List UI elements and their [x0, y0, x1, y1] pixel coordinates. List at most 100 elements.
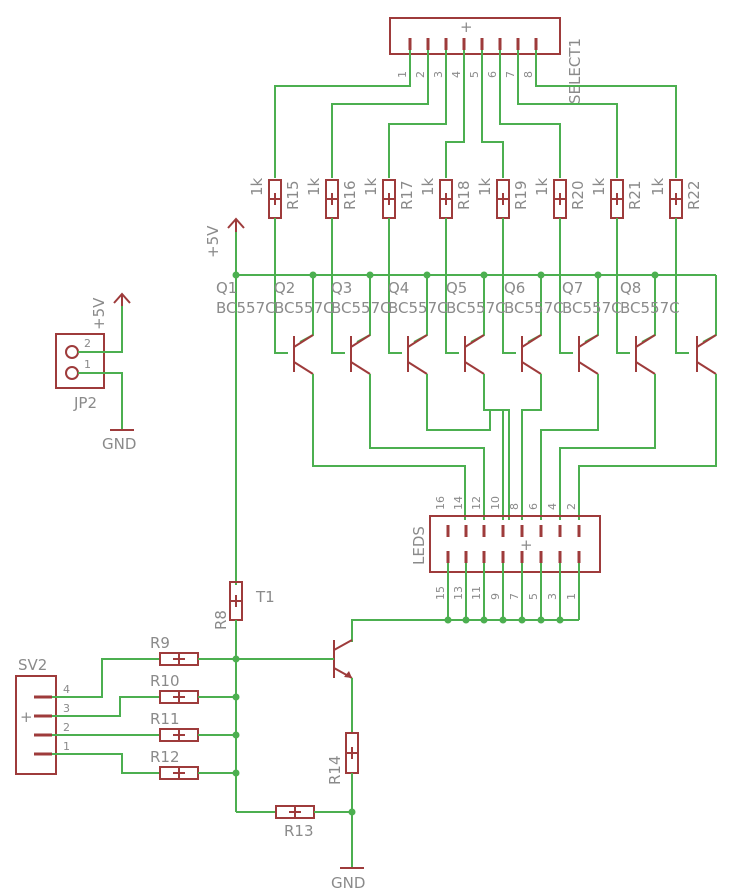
leds-pin-12: 12 [470, 496, 483, 510]
jp2-pin-2: 2 [84, 337, 91, 350]
leds-pin-13: 13 [452, 586, 465, 600]
leds-pin-16: 16 [434, 496, 447, 510]
leds-pin-3: 3 [546, 593, 559, 600]
jp2-label: JP2 [73, 394, 97, 412]
r10-label: R10 [150, 672, 180, 690]
leds-pin-4: 4 [546, 503, 559, 510]
resistor-r11: R11 [150, 710, 199, 742]
resistor-r17: 1k R17 [362, 177, 416, 219]
transistor-q8: Q8 BC557C [620, 279, 717, 375]
resistor-r18: 1k R18 [419, 177, 473, 219]
resistor-r20: 1k R20 [533, 177, 587, 219]
resistor-r8: R8 [212, 581, 243, 630]
r19-label: R19 [512, 180, 530, 210]
r17-value: 1k [362, 177, 380, 196]
r13-label: R13 [284, 822, 314, 840]
jp2-supply: +5V [90, 292, 131, 330]
transistor-q3: Q3 BC557C [331, 279, 428, 375]
top-resistors: 1k R15 1k R16 1k R17 1k R18 1k R19 [248, 177, 703, 219]
leds-bottom-wires [351, 563, 580, 642]
r22-value: 1k [649, 177, 667, 196]
sv2-pin-2: 2 [63, 721, 70, 734]
resistor-r16: 1k R16 [305, 177, 359, 219]
sv2-connector: + 4 3 2 1 SV2 [15, 656, 70, 775]
r17-label: R17 [398, 180, 416, 210]
transistor-q5: Q5 BC557C [446, 279, 542, 375]
select1-pin-3: 3 [432, 71, 445, 78]
leds-plus: + [520, 536, 533, 554]
leds-pin-9: 9 [489, 593, 502, 600]
q4-type: BC557C [388, 299, 448, 317]
r15-label: R15 [284, 180, 302, 210]
q4-label: Q4 [388, 279, 409, 297]
leds-pin-15: 15 [434, 586, 447, 600]
q7-label: Q7 [562, 279, 583, 297]
r20-label: R20 [569, 180, 587, 210]
transistor-q1: Q1 BC557C [216, 279, 314, 375]
r18-label: R18 [455, 180, 473, 210]
q1-label: Q1 [216, 279, 237, 297]
select1-pin-4: 4 [450, 71, 463, 78]
sv2-pin-1: 1 [63, 740, 70, 753]
r22-label: R22 [685, 180, 703, 210]
ground-main: GND [331, 867, 365, 892]
q2-label: Q2 [274, 279, 295, 297]
leds-pin-14: 14 [452, 496, 465, 510]
q6-type: BC557C [504, 299, 564, 317]
q1-type: BC557C [216, 299, 276, 317]
q6-label: Q6 [504, 279, 525, 297]
r8-label: R8 [212, 610, 230, 630]
leds-label: LEDS [410, 526, 428, 565]
leds-header: + 16 14 12 10 8 6 4 [410, 496, 601, 600]
resistor-r15: 1k R15 [248, 177, 302, 219]
q5-label: Q5 [446, 279, 467, 297]
leds-bottom-pins [446, 551, 581, 563]
transistor-q6: Q6 BC557C [504, 279, 599, 375]
transistor-q2: Q2 BC557C [274, 279, 371, 375]
jp2-ground: GND [102, 429, 136, 453]
left-resistor-wires [198, 655, 240, 777]
resistor-r10: R10 [150, 672, 199, 704]
select1-pin-8: 8 [522, 71, 535, 78]
rail-junctions [232, 271, 659, 279]
jp2-wires [78, 304, 123, 430]
resistor-r12: R12 [150, 748, 199, 780]
r9-label: R9 [150, 634, 170, 652]
r21-value: 1k [590, 177, 608, 196]
sv2-wires [52, 658, 160, 774]
collector-wires [312, 374, 717, 520]
r16-label: R16 [341, 180, 359, 210]
sv2-plus: + [20, 708, 33, 726]
supply-main-label: +5V [204, 225, 222, 258]
jp2-ground-label: GND [102, 435, 136, 453]
leds-pin-10: 10 [489, 496, 502, 510]
ground-main-label: GND [331, 874, 365, 892]
select1-plus: + [460, 18, 473, 36]
jp2-supply-label: +5V [90, 297, 108, 330]
resistor-r21: 1k R21 [590, 177, 644, 219]
jp2-jumper: 2 1 JP2 [55, 333, 105, 412]
select1-pin-2: 2 [414, 71, 427, 78]
q7-type: BC557C [562, 299, 622, 317]
leds-pin-1: 1 [565, 593, 578, 600]
select1-pin-1: 1 [396, 71, 409, 78]
jp2-pin-1: 1 [84, 358, 91, 371]
r15-value: 1k [248, 177, 266, 196]
select1-pin-7: 7 [504, 71, 517, 78]
q2-type: BC557C [274, 299, 334, 317]
select1-pins [408, 38, 538, 50]
leds-pin-11: 11 [470, 586, 483, 600]
leds-pin-8: 8 [508, 503, 521, 510]
leds-pin-2: 2 [565, 503, 578, 510]
r16-value: 1k [305, 177, 323, 196]
resistor-r9: R9 [150, 634, 199, 666]
select1-label: SELECT1 [566, 38, 584, 104]
sv2-pin-3: 3 [63, 702, 70, 715]
r20-value: 1k [533, 177, 551, 196]
sv2-label: SV2 [18, 656, 47, 674]
q8-label: Q8 [620, 279, 641, 297]
r19-value: 1k [476, 177, 494, 196]
r14-label: R14 [326, 755, 344, 785]
resistor-r13: R13 [275, 805, 315, 840]
resistor-r19: 1k R19 [476, 177, 530, 219]
